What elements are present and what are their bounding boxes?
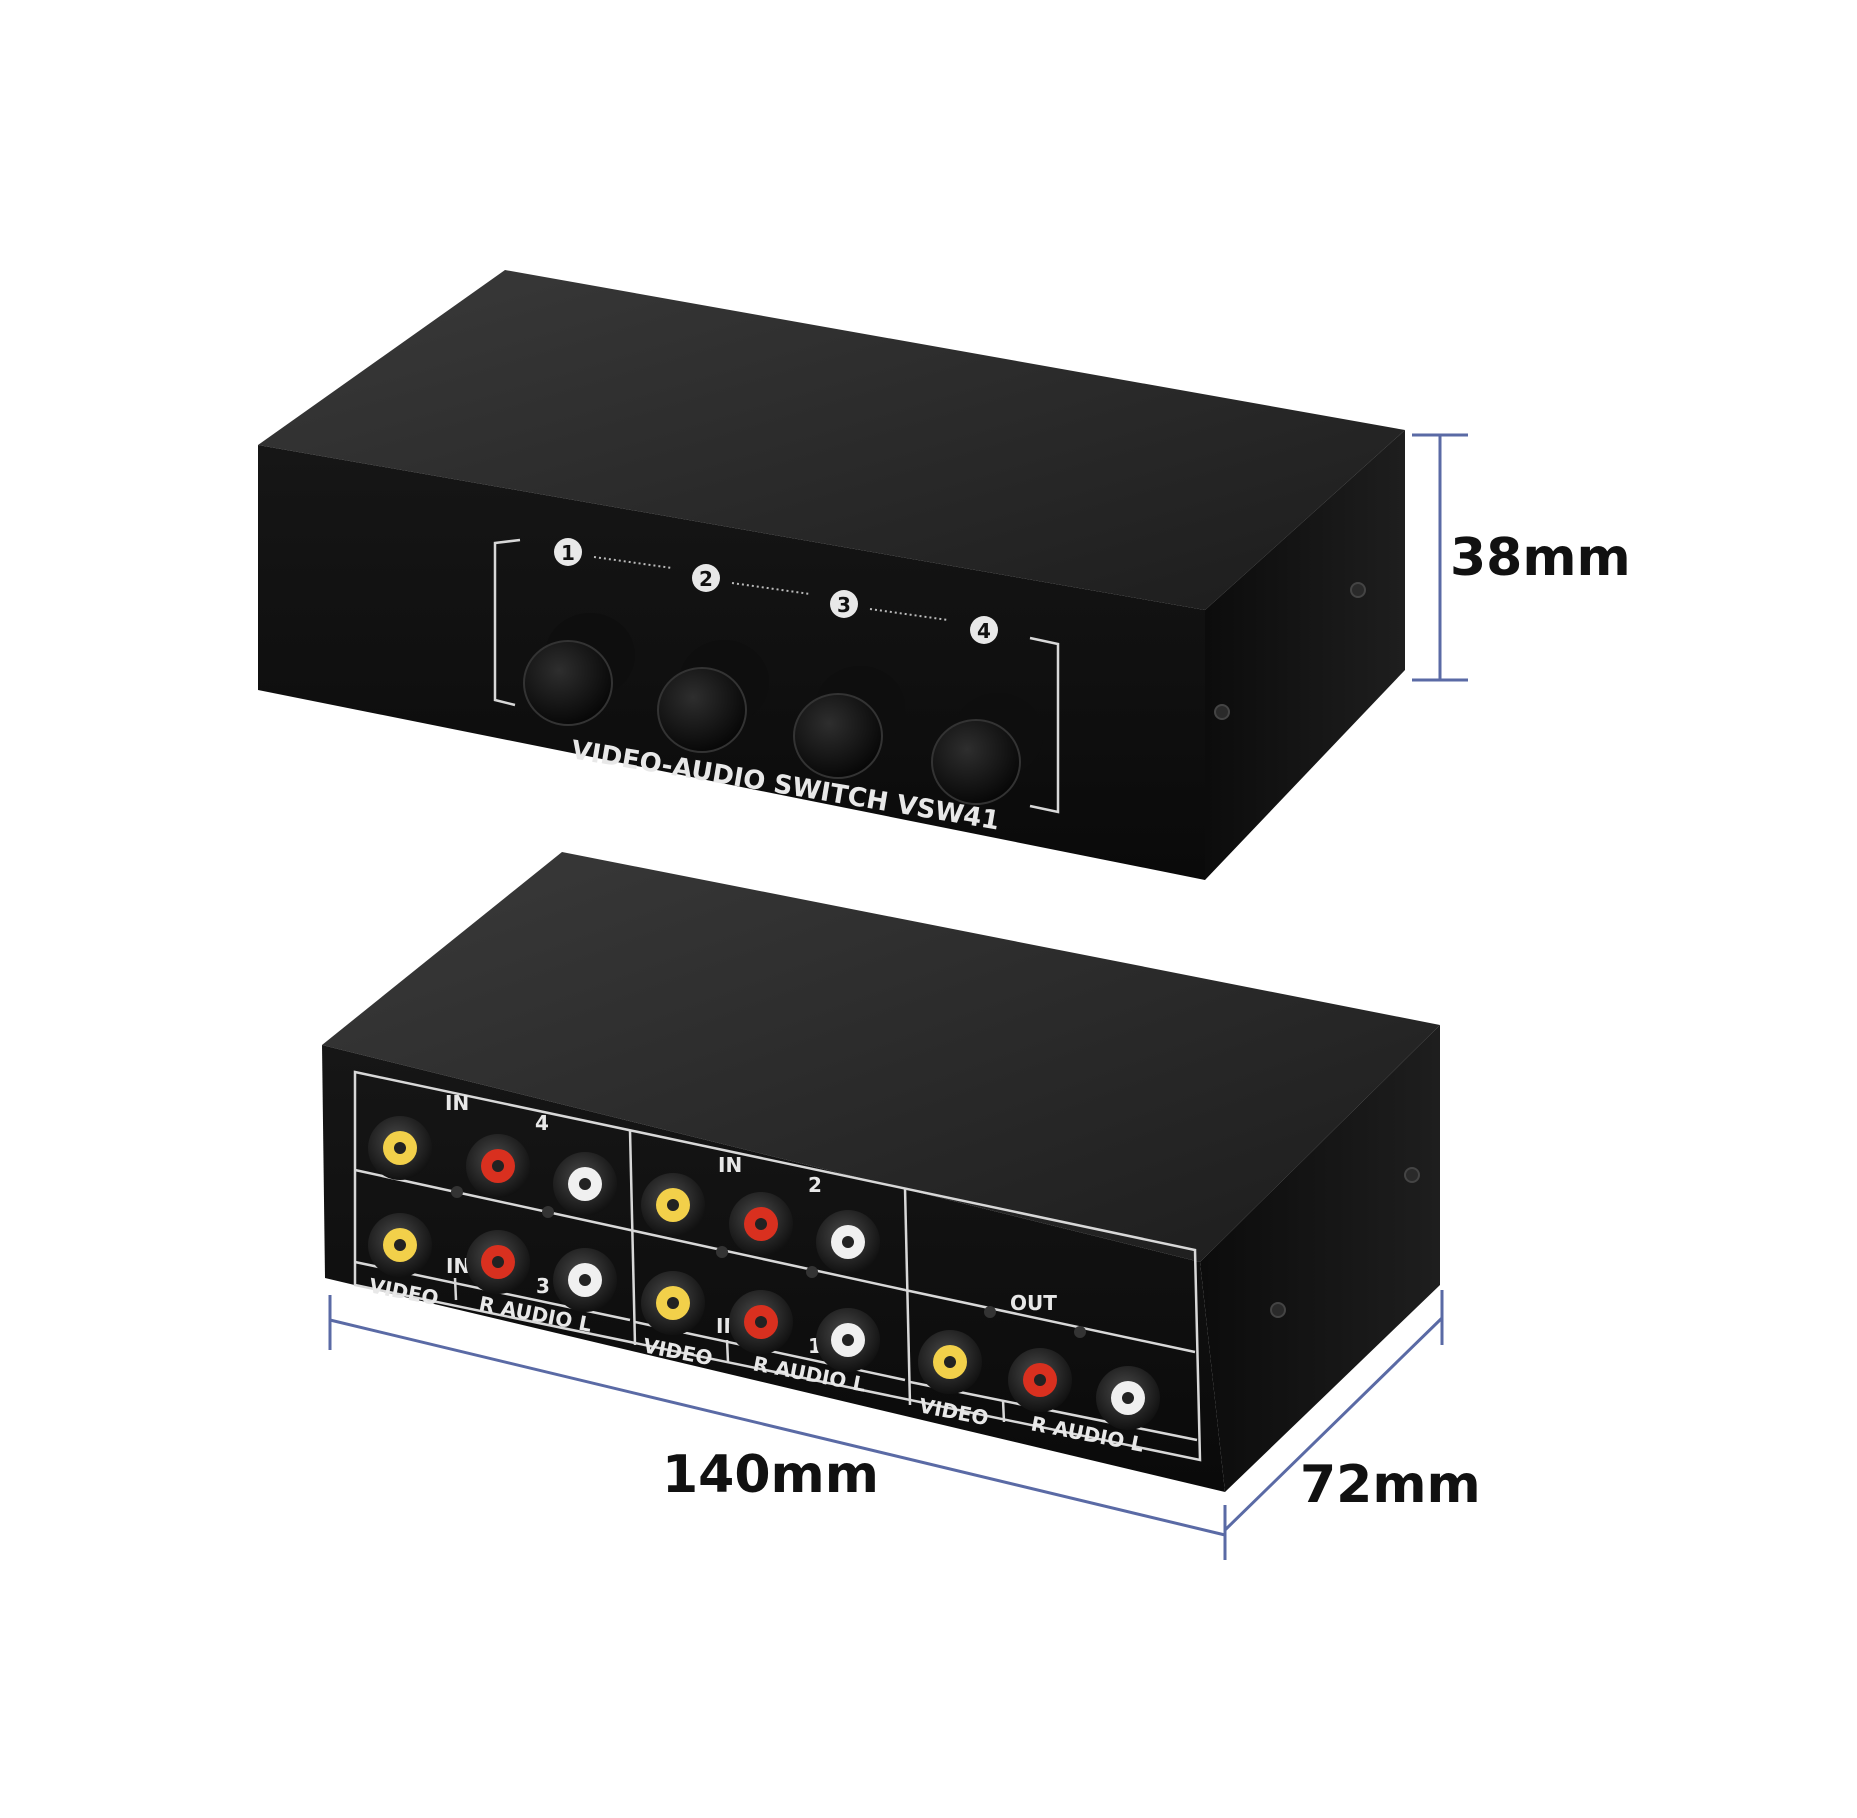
rca-jack-audio-l[interactable] <box>553 1152 617 1216</box>
rear-view-device: IN 4 IN 3 VIDEO R AUDIO L IN 2 <box>322 852 1440 1492</box>
dimension-width <box>328 1295 1227 1560</box>
svg-text:IN: IN <box>718 1153 742 1177</box>
switch-button-3[interactable] <box>793 666 905 779</box>
dimension-depth <box>1223 1290 1444 1532</box>
top-face <box>258 270 1405 610</box>
input-group-4: IN 4 <box>368 1091 617 1216</box>
rca-jack-video[interactable] <box>641 1271 705 1335</box>
rca-jack-audio-r[interactable] <box>729 1290 793 1354</box>
dotted-link <box>593 556 673 569</box>
depth-label: 72mm <box>1300 1455 1481 1515</box>
svg-text:4: 4 <box>977 619 991 643</box>
switch-button-2[interactable] <box>657 640 769 753</box>
svg-text:IN: IN <box>445 1091 469 1115</box>
rca-jack-audio-r[interactable] <box>466 1230 530 1294</box>
rca-jack-audio-l[interactable] <box>816 1308 880 1372</box>
top-face <box>322 852 1440 1262</box>
screw-icon <box>1214 704 1230 720</box>
screw-icon <box>1404 1167 1420 1183</box>
button-number-2: 2 <box>692 564 720 592</box>
rca-jack-audio-r[interactable] <box>729 1192 793 1256</box>
button-number-3: 3 <box>830 590 858 618</box>
rca-jack-audio-r[interactable] <box>466 1134 530 1198</box>
svg-text:4: 4 <box>535 1111 549 1135</box>
svg-text:OUT: OUT <box>1010 1291 1057 1315</box>
rear-face <box>322 1045 1225 1492</box>
button-number-1: 1 <box>554 538 582 566</box>
button-number-4: 4 <box>970 616 998 644</box>
screw-icon <box>1350 582 1366 598</box>
dimension-height <box>1412 433 1468 682</box>
dotted-link <box>869 608 949 621</box>
panel-frame-left <box>493 538 521 707</box>
rca-jack-audio-l[interactable] <box>553 1248 617 1312</box>
svg-text:1: 1 <box>561 541 575 565</box>
front-view-device: 1 2 3 4 <box>258 270 1405 880</box>
rca-jack-video[interactable] <box>918 1330 982 1394</box>
rca-jack-audio-l[interactable] <box>1096 1366 1160 1430</box>
rca-jack-audio-r[interactable] <box>1008 1348 1072 1412</box>
screw-icon <box>1270 1302 1286 1318</box>
side-face <box>1205 430 1405 880</box>
rca-jack-video[interactable] <box>641 1173 705 1237</box>
rca-jack-audio-l[interactable] <box>816 1210 880 1274</box>
switch-button-4[interactable] <box>931 693 1043 805</box>
dotted-link <box>731 582 811 595</box>
panel-frame-right <box>1029 636 1060 814</box>
rear-panel-frame <box>353 1070 1202 1462</box>
svg-text:2: 2 <box>699 567 713 591</box>
svg-text:3: 3 <box>536 1274 550 1298</box>
width-label: 140mm <box>662 1445 879 1505</box>
rca-jack-video[interactable] <box>368 1213 432 1277</box>
svg-text:IN: IN <box>446 1254 470 1278</box>
svg-text:3: 3 <box>837 593 851 617</box>
switch-button-1[interactable] <box>523 613 635 726</box>
rca-jack-video[interactable] <box>368 1116 432 1180</box>
svg-text:2: 2 <box>808 1173 822 1197</box>
input-group-2: IN 2 <box>641 1153 880 1274</box>
side-face <box>1200 1025 1440 1492</box>
height-label: 38mm <box>1450 528 1631 588</box>
